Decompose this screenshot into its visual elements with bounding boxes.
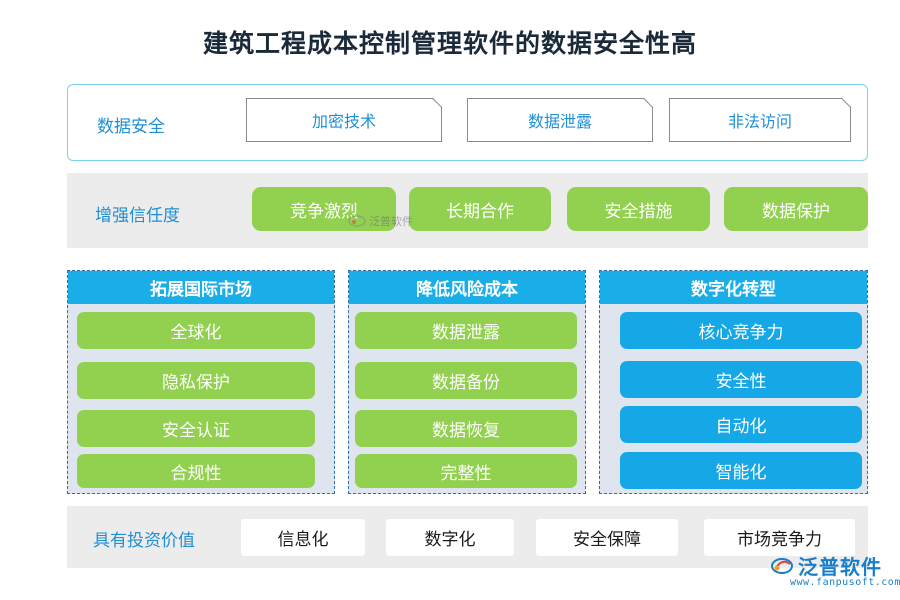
security-item-data-leak: 数据泄露 — [467, 98, 653, 142]
column-item: 合规性 — [77, 454, 315, 488]
logo-url: www.fanpusoft.com — [790, 577, 900, 588]
column-item: 安全认证 — [77, 410, 315, 447]
watermark-mid: 泛普软件 — [348, 213, 413, 229]
column-title: 数字化转型 — [600, 271, 867, 304]
trust-item-long-term-cooperation: 长期合作 — [409, 187, 551, 231]
logo-text: 泛普软件 — [798, 555, 882, 579]
security-item-encryption: 加密技术 — [246, 98, 442, 142]
column-item: 全球化 — [77, 312, 315, 349]
fanpu-logo-icon — [771, 557, 793, 574]
trust-label: 增强信任度 — [95, 206, 180, 226]
fanpu-logo-icon — [348, 215, 366, 227]
column-item: 安全性 — [620, 361, 862, 398]
trust-item-data-protection: 数据保护 — [724, 187, 868, 231]
column-digital-transformation: 数字化转型 核心竞争力 安全性 自动化 智能化 — [599, 270, 868, 494]
brand-logo: 泛普软件 — [770, 551, 882, 580]
security-item-illegal-access: 非法访问 — [669, 98, 851, 142]
watermark-text: 泛普软件 — [369, 215, 413, 228]
diagram-title: 建筑工程成本控制管理软件的数据安全性高 — [202, 29, 697, 58]
investment-item-security-guarantee: 安全保障 — [536, 519, 678, 556]
column-item: 核心竞争力 — [620, 312, 862, 349]
column-item: 数据备份 — [355, 362, 577, 399]
column-title: 拓展国际市场 — [68, 271, 334, 304]
column-item: 完整性 — [355, 454, 577, 488]
investment-item-informatization: 信息化 — [241, 519, 365, 556]
column-item: 数据恢复 — [355, 410, 577, 447]
investment-label: 具有投资价值 — [93, 531, 195, 551]
data-security-label: 数据安全 — [97, 117, 165, 137]
trust-item-security-measures: 安全措施 — [567, 187, 710, 231]
investment-item-digitalization: 数字化 — [386, 519, 514, 556]
column-title: 降低风险成本 — [349, 271, 585, 304]
column-item: 自动化 — [620, 406, 862, 443]
column-item: 数据泄露 — [355, 312, 577, 349]
column-international-market: 拓展国际市场 全球化 隐私保护 安全认证 合规性 — [67, 270, 335, 494]
investment-item-market-competitiveness: 市场竞争力 — [704, 519, 855, 556]
column-item: 智能化 — [620, 452, 862, 489]
trust-item-competition: 竞争激烈 — [252, 187, 396, 231]
column-item: 隐私保护 — [77, 362, 315, 399]
column-reduce-risk-cost: 降低风险成本 数据泄露 数据备份 数据恢复 完整性 — [348, 270, 586, 494]
